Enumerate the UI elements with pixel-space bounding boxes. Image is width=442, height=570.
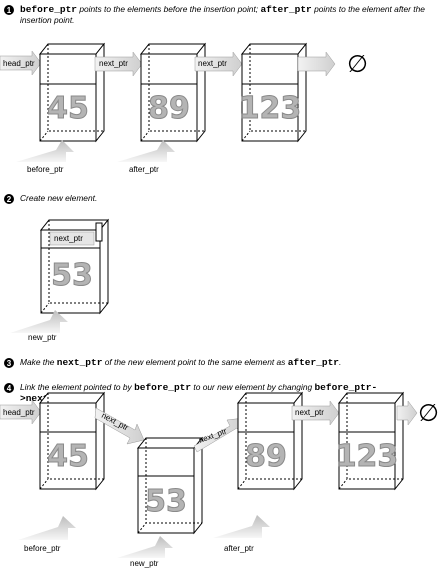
next-ptr-label: next_ptr [198, 59, 227, 68]
next-ptr-label: next_ptr [99, 59, 128, 68]
node-45-value: 45 [47, 439, 89, 474]
new-ptr-label: new_ptr [28, 333, 57, 342]
step-3-number: 3 [4, 358, 14, 368]
next-ptr-arrow [94, 407, 145, 445]
after-ptr-label: after_ptr [129, 165, 159, 174]
node-123-value: 123 [336, 439, 399, 474]
node-123: 123 [335, 391, 405, 491]
null-arrow [297, 51, 336, 77]
diagram-3: head_ptr 45 next_ptr 53 next_ptr [0, 391, 439, 568]
next-ptr-label: next_ptr [54, 234, 83, 243]
new-ptr-label: new_ptr [130, 559, 159, 568]
step-1-caption: 1 before_ptr points to the elements befo… [4, 4, 430, 26]
node-123: 123 [238, 42, 308, 143]
new-ptr-arrow [10, 310, 68, 333]
node-45: 45 [38, 391, 106, 491]
before-ptr-label: before_ptr [24, 544, 61, 553]
step-2-number: 2 [4, 194, 14, 204]
step-2-caption: 2 Create new element. [4, 193, 430, 204]
step-3-caption: 3 Make the next_ptr of the new element p… [4, 357, 430, 368]
node-123-value: 123 [239, 91, 302, 126]
before-ptr-label: before_ptr [27, 165, 64, 174]
node-45: 45 [38, 42, 106, 143]
node-53-value: 53 [51, 258, 93, 293]
after-ptr-arrow [117, 140, 175, 162]
next-ptr-arrow [291, 400, 340, 426]
diagram-1: head_ptr 45 next_ptr 89 next_ptr [0, 42, 368, 174]
node-45-value: 45 [47, 91, 89, 126]
after-ptr-label: after_ptr [224, 544, 254, 553]
node-89-value: 89 [148, 91, 190, 126]
head-ptr-label: head_ptr [3, 408, 35, 417]
node-89: 89 [139, 42, 207, 143]
new-ptr-arrow [117, 536, 173, 558]
null-arrow [396, 400, 418, 426]
before-ptr-arrow [18, 516, 76, 540]
node-89-value: 89 [245, 439, 287, 474]
before-ptr-arrow [16, 140, 74, 162]
null-symbol: ∅ [418, 399, 439, 427]
step-1-number: 1 [4, 5, 14, 15]
node-89: 89 [236, 391, 304, 491]
next-ptr-arrow [94, 51, 143, 77]
head-ptr-label: head_ptr [3, 59, 35, 68]
node-53: 53 [136, 436, 204, 535]
null-symbol: ∅ [347, 50, 368, 78]
head-ptr-arrow [0, 50, 42, 76]
diagram-2: next_ptr 53 new_ptr [10, 218, 110, 342]
step-4-number: 4 [4, 383, 14, 393]
head-ptr-arrow [0, 399, 42, 425]
next-ptr-arrow [194, 51, 243, 77]
node-53-new: next_ptr 53 [39, 218, 110, 315]
next-ptr-label: next_ptr [295, 408, 324, 417]
after-ptr-arrow [213, 515, 270, 538]
node-53-value: 53 [145, 484, 187, 519]
